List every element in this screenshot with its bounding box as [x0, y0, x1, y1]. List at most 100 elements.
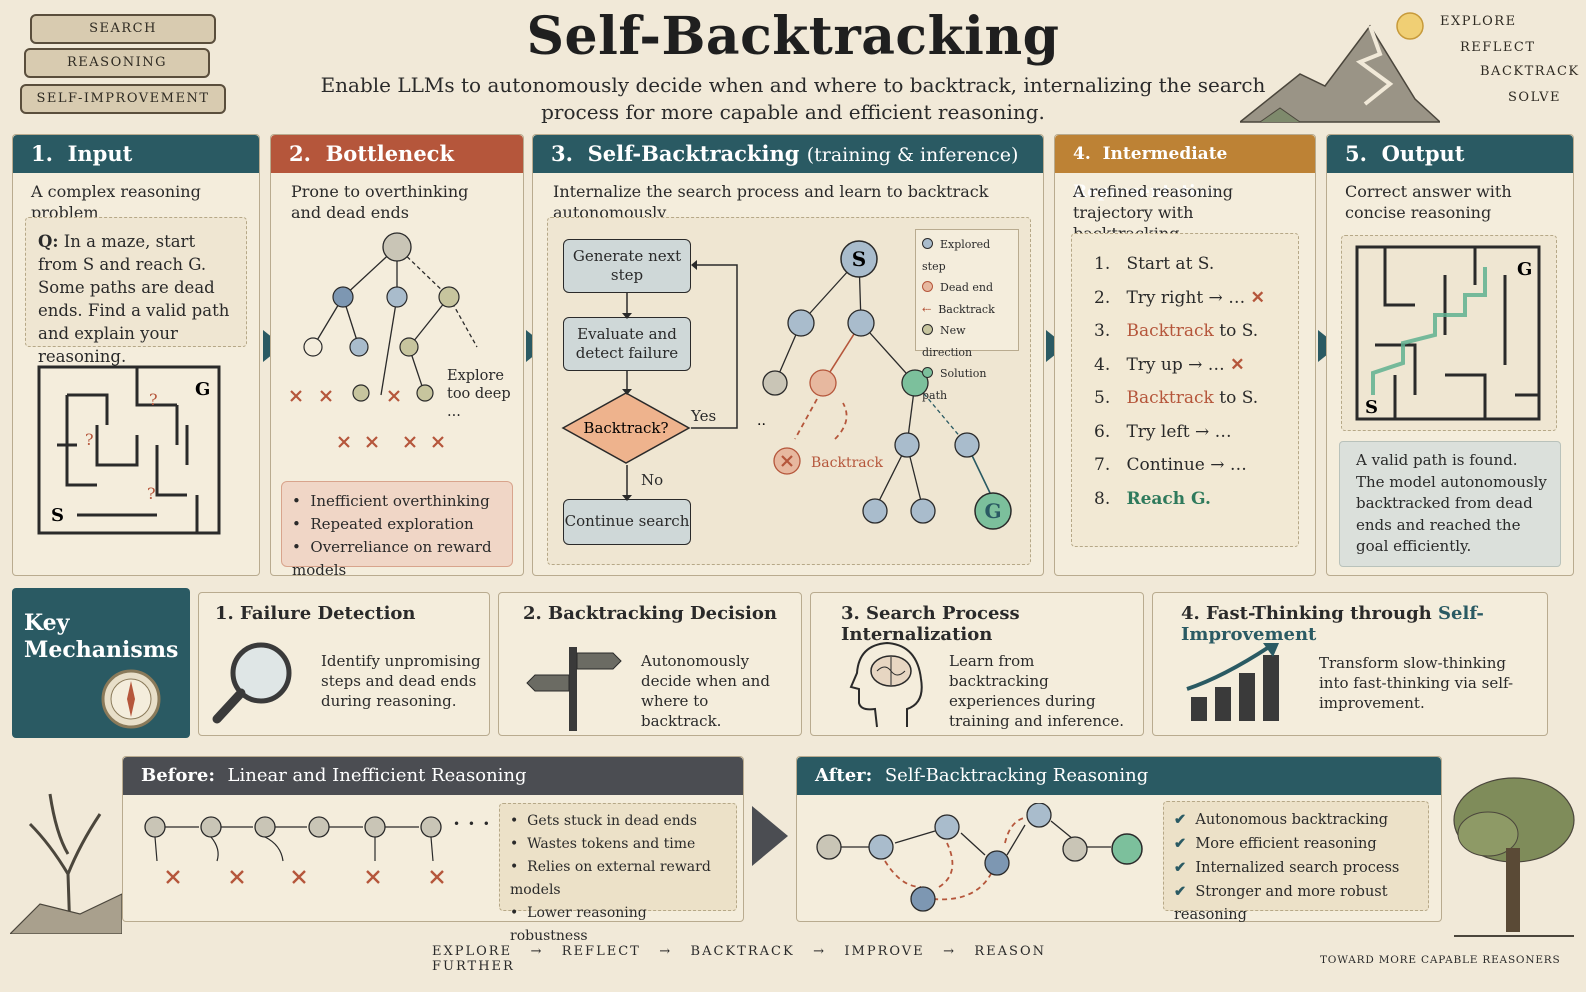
trajectory-step: 8. Reach G. — [1094, 488, 1211, 509]
panel-output-desc: Correct answer with concise reasoning — [1345, 182, 1512, 222]
output-result-text: A valid path is found. The model autonom… — [1339, 441, 1561, 567]
issue-item: • Repeated exploration — [292, 515, 474, 533]
tree-illustration-left — [10, 793, 122, 934]
before-issue: • Wastes tokens and time — [510, 836, 696, 852]
mountain-illustration — [1240, 12, 1440, 123]
keyword-explore: EXPLORE — [1440, 14, 1517, 29]
flow-connectors — [622, 260, 738, 501]
check-icon: ✔ — [1174, 835, 1187, 852]
maze-goal: G — [195, 379, 210, 400]
trajectory-step: 3. Backtrack to S. — [1094, 321, 1259, 341]
before-issue: • Lower reasoning robustness — [510, 905, 647, 944]
mechanism-backtracking-decision: 2. Backtracking Decision Autonomously de… — [498, 592, 802, 736]
page-subtitle: Enable LLMs to autonomously decide when … — [320, 73, 1266, 124]
panel-before: Before: Linear and Inefficient Reasoning… — [122, 756, 744, 944]
after-benefit: ✔ Stronger and more robust reasoning — [1174, 883, 1388, 923]
page-title: Self-Backtracking — [526, 6, 1060, 67]
tree-start-label: S — [852, 247, 866, 271]
compass-icon — [101, 669, 161, 729]
panel-before-header: Before: Linear and Inefficient Reasoning — [123, 757, 743, 795]
flow-evaluate-step: Evaluate and detect failure — [563, 317, 691, 371]
question-box: Q: In a maze, start from S and reach G. … — [25, 217, 247, 366]
keyword-reflect: REFLECT — [1460, 40, 1536, 55]
before-issue: • Relies on external reward models — [510, 859, 711, 898]
trajectory-step: 2. Try right → … ✕ — [1094, 287, 1265, 308]
after-benefit: ✔ Internalized search process — [1174, 859, 1400, 876]
legend-solution: Solution path — [922, 367, 987, 402]
panel-selfbt-header: 3. Self-Backtracking (training & inferen… — [533, 135, 1043, 173]
output-maze: S G — [1355, 245, 1541, 421]
mechanism-title: 3. Search Process Internalization — [841, 603, 1020, 645]
mechanism-text: Transform slow-thinking into fast-thinki… — [1319, 654, 1514, 712]
maze-question-3: ? — [147, 484, 156, 503]
trajectory-step: 4. Try up → … ✕ — [1094, 354, 1245, 375]
mechanisms-label-box: Key Mechanisms — [12, 588, 190, 738]
tree-root-node — [382, 232, 412, 262]
panel-after-header: After: Self-Backtracking Reasoning — [797, 757, 1441, 795]
trajectory-step: 6. Try left → … — [1094, 421, 1232, 442]
footer-tagline: TOWARD MORE CAPABLE REASONERS — [1320, 954, 1561, 966]
trajectory-scroll: 1. Start at S. 2. Try right → … ✕ 3. Bac… — [1071, 233, 1299, 547]
mechanism-title: 4. Fast-Thinking through Self-Improvemen… — [1181, 603, 1484, 645]
tree-backtrack-label: Backtrack — [811, 455, 883, 471]
flow-continue-step: Continue search — [563, 499, 691, 545]
explore-note: Explore too deep ... — [447, 368, 511, 420]
legend-dead-end: Dead end — [922, 277, 1012, 299]
mechanism-fast-thinking: 4. Fast-Thinking through Self-Improvemen… — [1152, 592, 1548, 736]
svg-text:Backtrack?: Backtrack? — [583, 419, 668, 437]
after-benefit: ✔ More efficient reasoning — [1174, 835, 1377, 852]
panel-bottleneck-desc: Prone to overthinking and dead ends — [291, 182, 469, 222]
mechanism-search-internalization: 3. Search Process Internalization Learn … — [810, 592, 1144, 736]
mechanism-title: 1. Failure Detection — [215, 603, 416, 624]
mechanism-text: Autonomously decide when and where to ba… — [641, 652, 770, 730]
flow-yes-label: Yes — [691, 407, 717, 425]
sun-icon — [1396, 12, 1424, 40]
question-label: Q: — [38, 232, 59, 251]
legend-backtrack: ⇠ Backtrack — [922, 302, 995, 316]
maze-question-2: ? — [85, 430, 94, 449]
signpost-icon — [526, 647, 622, 731]
issue-item: • Overreliance on reward models — [292, 538, 492, 579]
bottleneck-tree — [290, 232, 478, 448]
input-maze: S G ? ? ? — [37, 365, 221, 535]
keyword-solve: SOLVE — [1508, 90, 1562, 105]
before-issues: • Gets stuck in dead ends • Wastes token… — [499, 803, 737, 944]
after-benefits: ✔ Autonomous backtracking ✔ More efficie… — [1163, 801, 1429, 923]
brain-head-icon — [849, 641, 923, 728]
flow-generate-step: Generate next step — [563, 239, 691, 293]
output-maze-goal: G — [1517, 259, 1532, 280]
before-linear-chain — [144, 816, 444, 884]
mechanism-text: Identify unpromising steps and dead ends… — [321, 652, 481, 710]
after-backtracking-path — [816, 803, 1143, 912]
panel-bottleneck-header: 2. Bottleneck — [271, 135, 523, 173]
flow-no-label: No — [641, 471, 664, 489]
after-benefit: ✔ Autonomous backtracking — [1174, 811, 1389, 828]
book-search: SEARCH — [30, 14, 216, 44]
magnifier-icon — [212, 642, 292, 724]
growth-chart-icon — [1186, 643, 1279, 721]
check-icon: ✔ — [1174, 883, 1187, 900]
panel-output: 5. Output Correct answer with concise re… — [1326, 134, 1574, 576]
trajectory-list: 1. Start at S. 2. Try right → … ✕ 3. Bac… — [1072, 234, 1298, 516]
trajectory-step: 1. Start at S. — [1094, 254, 1215, 274]
maze-question-1: ? — [149, 390, 158, 409]
selfbt-search-tree: S G Backtrack .. — [757, 240, 1012, 530]
footer-flow: EXPLORE → REFLECT → BACKTRACK → IMPROVE … — [432, 944, 1046, 974]
mechanisms-label: Key Mechanisms — [24, 610, 179, 663]
panel-intermediate-header: 4. Intermediate Representation — [1055, 135, 1315, 202]
issue-item: • Inefficient overthinking — [292, 492, 490, 510]
tree-legend: Explored step Dead end ⇠ Backtrack New d… — [915, 229, 1019, 402]
question-text: In a maze, start from S and reach G. Som… — [38, 232, 230, 366]
book-self-improvement: SELF-IMPROVEMENT — [20, 84, 226, 114]
tree-illustration-right — [1453, 777, 1575, 937]
panel-input: 1. Input A complex reasoning problem Q: … — [12, 134, 260, 576]
output-maze-start: S — [1365, 397, 1378, 418]
mechanism-text: Learn from backtracking experiences duri… — [949, 652, 1125, 730]
maze-start: S — [51, 505, 64, 526]
trajectory-step: 5. Backtrack to S. — [1094, 388, 1259, 408]
before-after-arrow — [752, 806, 788, 866]
tree-ellipsis: .. — [757, 413, 766, 429]
legend-new-direction: New direction — [922, 324, 973, 359]
flow-decision-diamond: Backtrack? — [561, 392, 691, 464]
before-issue: • Gets stuck in dead ends — [510, 813, 697, 829]
